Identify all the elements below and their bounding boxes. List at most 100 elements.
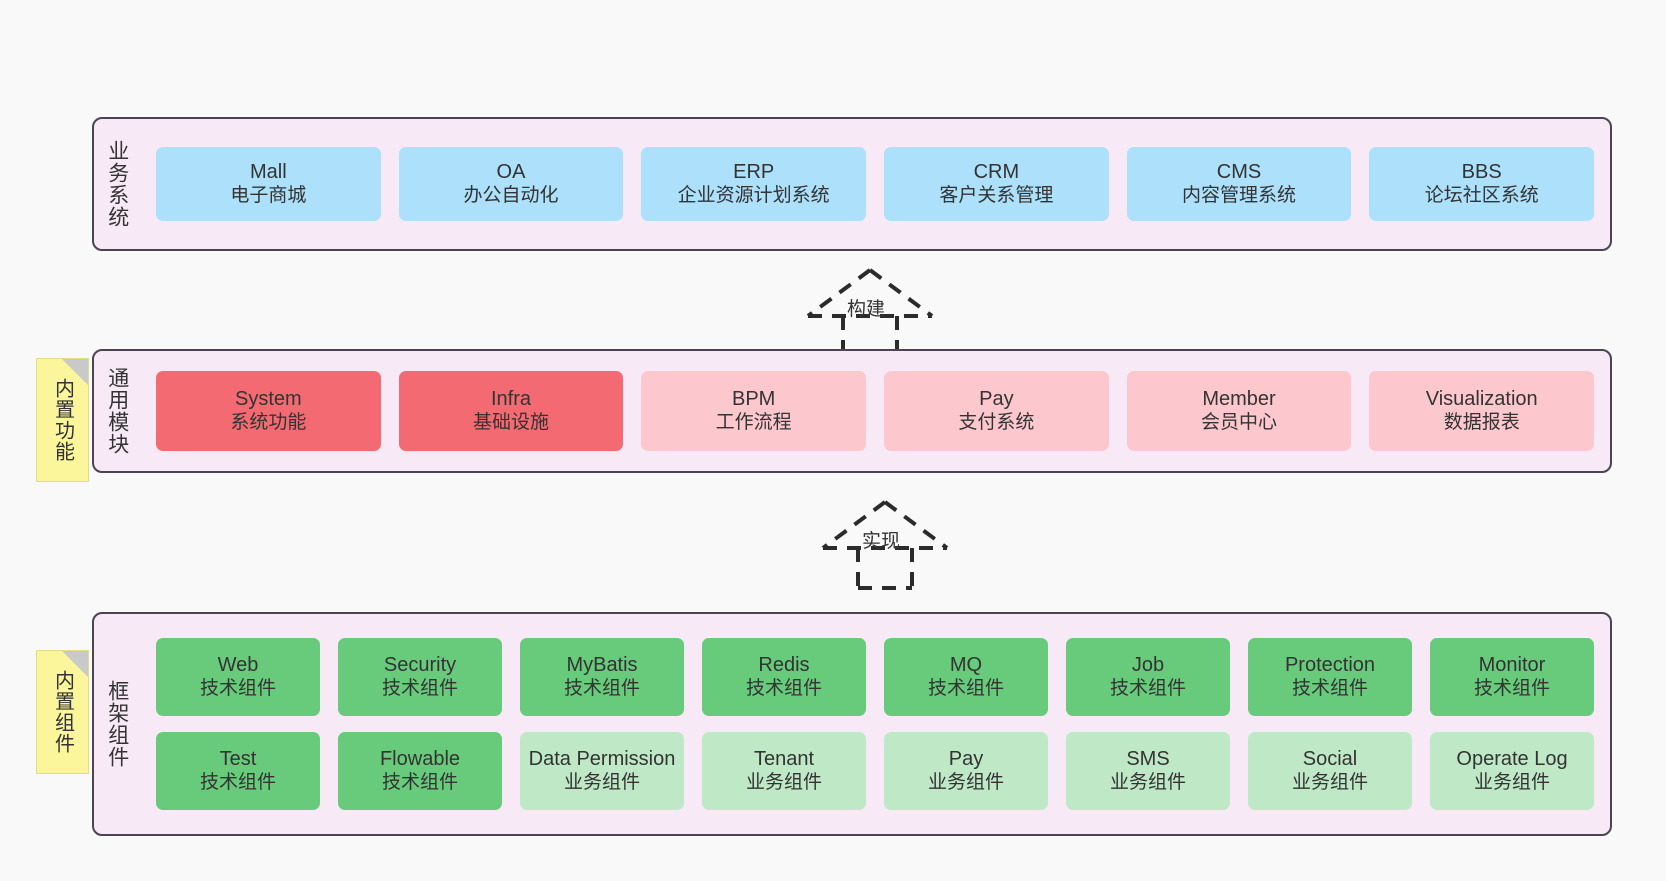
band-business-systems: 业务系统 Mall 电子商城 OA 办公自动化 ERP 企业资源计划系统 CRM — [92, 117, 1612, 251]
note-builtin-features-label: 内置功能 — [51, 378, 74, 462]
node-mq-desc: 技术组件 — [927, 677, 1004, 699]
node-bpm-desc: 工作流程 — [715, 411, 792, 433]
node-web-name: Web — [217, 654, 259, 676]
node-test-desc: 技术组件 — [199, 771, 276, 793]
node-pay-module-name: Pay — [979, 388, 1014, 410]
band-framework-components-label: 框架组件 — [105, 680, 129, 768]
node-web[interactable]: Web 技术组件 — [156, 638, 320, 716]
node-redis-desc: 技术组件 — [745, 677, 822, 699]
node-monitor[interactable]: Monitor 技术组件 — [1430, 638, 1594, 716]
node-member-desc: 会员中心 — [1201, 411, 1278, 433]
node-pay-component-desc: 业务组件 — [927, 771, 1004, 793]
node-protection[interactable]: Protection 技术组件 — [1248, 638, 1412, 716]
node-visualization-name: Visualization — [1425, 388, 1538, 410]
node-operate-log-desc: 业务组件 — [1473, 771, 1550, 793]
node-oa-name: OA — [496, 161, 526, 183]
note-builtin-components-label: 内置组件 — [51, 670, 74, 754]
node-pay-component[interactable]: Pay 业务组件 — [884, 732, 1048, 810]
node-flowable-desc: 技术组件 — [381, 771, 458, 793]
node-member[interactable]: Member 会员中心 — [1126, 371, 1352, 451]
node-social[interactable]: Social 业务组件 — [1248, 732, 1412, 810]
connector-implement: 实现 — [810, 500, 960, 590]
node-bpm-name: BPM — [732, 388, 776, 410]
connector-implement-arrow-icon — [821, 500, 949, 590]
band-common-modules: 通用模块 System 系统功能 Infra 基础设施 BPM 工作流程 Pay — [92, 349, 1612, 473]
node-security[interactable]: Security 技术组件 — [338, 638, 502, 716]
node-web-desc: 技术组件 — [199, 677, 276, 699]
node-infra-name: Infra — [490, 388, 532, 410]
node-social-name: Social — [1302, 748, 1358, 770]
node-tenant-name: Tenant — [753, 748, 815, 770]
node-erp-desc: 企业资源计划系统 — [677, 184, 830, 206]
band-business-systems-label: 业务系统 — [105, 140, 129, 228]
node-protection-name: Protection — [1284, 654, 1376, 676]
band-framework-components: 框架组件 Web 技术组件 Security 技术组件 MyBatis 技术组件… — [92, 612, 1612, 836]
node-system[interactable]: System 系统功能 — [156, 371, 381, 451]
band-framework-components-body: Web 技术组件 Security 技术组件 MyBatis 技术组件 Redi… — [140, 614, 1610, 834]
node-crm-desc: 客户关系管理 — [939, 184, 1054, 206]
node-infra[interactable]: Infra 基础设施 — [398, 371, 624, 451]
connector-build-label: 构建 — [847, 299, 886, 320]
band-common-modules-body: System 系统功能 Infra 基础设施 BPM 工作流程 Pay 支付系统… — [140, 351, 1610, 471]
node-pay-component-name: Pay — [948, 748, 984, 770]
node-redis-name: Redis — [758, 654, 810, 676]
node-oa[interactable]: OA 办公自动化 — [398, 147, 624, 221]
node-cms-name: CMS — [1216, 161, 1262, 183]
node-member-name: Member — [1202, 388, 1276, 410]
node-data-permission-name: Data Permission — [528, 748, 676, 770]
node-operate-log[interactable]: Operate Log 业务组件 — [1430, 732, 1594, 810]
node-tenant[interactable]: Tenant 业务组件 — [702, 732, 866, 810]
node-mall[interactable]: Mall 电子商城 — [156, 147, 381, 221]
note-builtin-features: 内置功能 — [36, 358, 89, 482]
node-visualization-desc: 数据报表 — [1443, 411, 1520, 433]
node-flowable-name: Flowable — [379, 748, 461, 770]
node-job-desc: 技术组件 — [1109, 677, 1186, 699]
node-crm-name: CRM — [973, 161, 1020, 183]
node-crm[interactable]: CRM 客户关系管理 — [884, 147, 1109, 221]
node-data-permission[interactable]: Data Permission 业务组件 — [520, 732, 684, 810]
note-fold-icon — [62, 651, 88, 677]
node-security-name: Security — [383, 654, 457, 676]
node-infra-desc: 基础设施 — [473, 411, 550, 433]
framework-components-row-1: Web 技术组件 Security 技术组件 MyBatis 技术组件 Redi… — [156, 638, 1594, 716]
note-fold-icon — [62, 359, 88, 385]
node-bbs-name: BBS — [1461, 161, 1502, 183]
node-system-desc: 系统功能 — [230, 411, 307, 433]
node-cms-desc: 内容管理系统 — [1182, 184, 1297, 206]
node-mybatis[interactable]: MyBatis 技术组件 — [520, 638, 684, 716]
node-visualization[interactable]: Visualization 数据报表 — [1369, 371, 1595, 451]
business-systems-row: Mall 电子商城 OA 办公自动化 ERP 企业资源计划系统 CRM 客户关系… — [156, 147, 1595, 221]
node-test[interactable]: Test 技术组件 — [156, 732, 320, 810]
node-redis[interactable]: Redis 技术组件 — [702, 638, 866, 716]
node-oa-desc: 办公自动化 — [463, 184, 559, 206]
node-pay-module-desc: 支付系统 — [958, 411, 1035, 433]
node-mq-name: MQ — [949, 654, 983, 676]
framework-components-row-2: Test 技术组件 Flowable 技术组件 Data Permission … — [156, 732, 1594, 810]
connector-implement-label: 实现 — [862, 531, 901, 552]
node-erp[interactable]: ERP 企业资源计划系统 — [641, 147, 867, 221]
node-sms-name: SMS — [1126, 748, 1170, 770]
node-mybatis-desc: 技术组件 — [563, 677, 640, 699]
node-job[interactable]: Job 技术组件 — [1066, 638, 1230, 716]
common-modules-row: System 系统功能 Infra 基础设施 BPM 工作流程 Pay 支付系统… — [156, 371, 1595, 451]
node-data-permission-desc: 业务组件 — [563, 771, 640, 793]
node-mall-desc: 电子商城 — [230, 184, 307, 206]
node-operate-log-name: Operate Log — [1456, 748, 1568, 770]
note-builtin-components: 内置组件 — [36, 650, 89, 774]
node-cms[interactable]: CMS 内容管理系统 — [1126, 147, 1352, 221]
node-monitor-name: Monitor — [1478, 654, 1546, 676]
node-bbs-desc: 论坛社区系统 — [1424, 184, 1539, 206]
node-test-name: Test — [219, 748, 257, 770]
node-bbs[interactable]: BBS 论坛社区系统 — [1369, 147, 1595, 221]
node-mq[interactable]: MQ 技术组件 — [884, 638, 1048, 716]
node-mybatis-name: MyBatis — [566, 654, 638, 676]
node-flowable[interactable]: Flowable 技术组件 — [338, 732, 502, 810]
node-sms-desc: 业务组件 — [1109, 771, 1186, 793]
node-social-desc: 业务组件 — [1291, 771, 1368, 793]
node-pay-module[interactable]: Pay 支付系统 — [884, 371, 1109, 451]
node-bpm[interactable]: BPM 工作流程 — [641, 371, 867, 451]
node-erp-name: ERP — [733, 161, 775, 183]
connector-build: 构建 — [795, 268, 945, 358]
node-sms[interactable]: SMS 业务组件 — [1066, 732, 1230, 810]
